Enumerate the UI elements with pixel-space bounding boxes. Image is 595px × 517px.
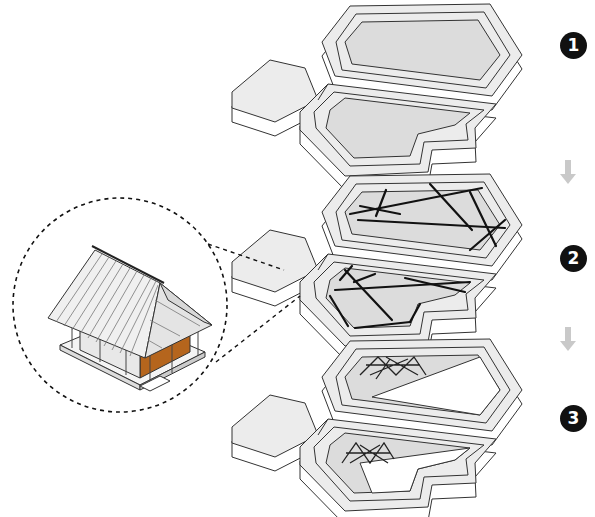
callout-number: 3 — [560, 405, 587, 432]
courtyard-voids — [342, 357, 500, 493]
site-slab — [232, 174, 522, 360]
timber-sticks — [330, 184, 505, 328]
house-illustration — [48, 246, 212, 391]
site-slab — [232, 4, 522, 190]
leader-line — [216, 296, 300, 362]
callout-number: 2 — [560, 245, 587, 272]
zoom-callout — [13, 198, 227, 412]
site-slab — [232, 339, 522, 517]
leader-line — [208, 244, 284, 270]
callout-number: 1 — [560, 32, 587, 59]
